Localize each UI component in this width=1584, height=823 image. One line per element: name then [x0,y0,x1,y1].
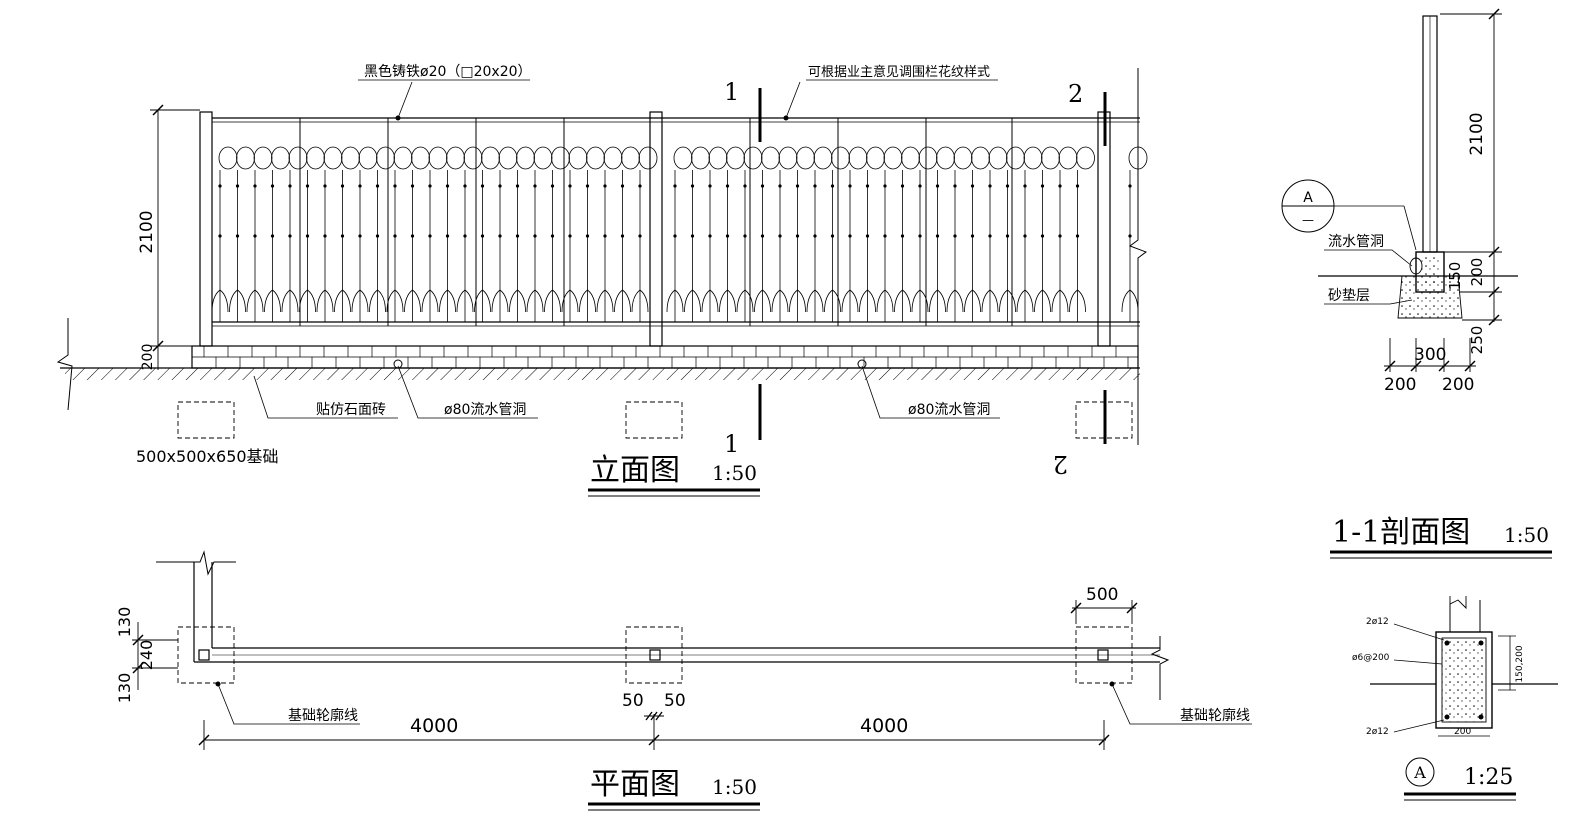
elevation-title: 立面图 [590,453,680,488]
plan-footing-left [177,626,235,684]
section-dim-250: 250 [1468,326,1486,355]
plan-post-right [1097,649,1109,661]
section-text: 2100 200 150 250 300 200 200 流水管洞 砂垫层 A … [1302,112,1549,550]
plan-dim-50-right: 50 [664,691,686,711]
base-dimension: 200 [140,344,156,371]
detail-wall [1435,631,1493,729]
plan-text: 500 130 240 130 50 50 4000 4000 基础轮廓线 基础… [115,585,1250,802]
detail-side-dim: 150,200 [1515,645,1525,682]
plan-view [132,550,1252,811]
section-drain-label: 流水管洞 [1328,234,1384,250]
detail-width-dim: 200 [1454,727,1471,737]
section-mark-1-top: 1 [724,78,739,106]
rail-label: 黑色铸铁ø20（□20x20） [364,63,532,80]
elevation-scale: 1:50 [712,461,757,485]
plan-dim-130-top: 130 [115,607,134,638]
detail-stirrup: ø6@200 [1352,653,1390,663]
drain-hole-left [393,359,403,369]
drain-label-right: ø80流水管洞 [908,402,990,418]
plan-dim-130-bottom: 130 [115,673,134,704]
section-sand-label: 砂垫层 [1328,288,1370,304]
section-dim-200-right: 200 [1442,375,1474,395]
section-scale: 1:50 [1504,523,1549,547]
outline-label-left: 基础轮廓线 [288,707,358,724]
post-right [1097,111,1111,347]
detail-bottom-bar: 2ø12 [1366,727,1389,737]
detail-text: 2ø12 ø6@200 2ø12 150,200 200 A 1:25 [1352,617,1525,790]
drain-hole-right [857,359,867,369]
pattern-label: 可根据业主意见调围栏花纹样式 [808,64,990,80]
plan-scale: 1:50 [712,775,757,799]
section-mark-2-top: 2 [1068,80,1083,108]
plan-post-left [198,649,210,661]
section-view [1281,8,1552,559]
footing-middle [625,401,683,439]
section-title: 1-1剖面图 [1332,515,1470,550]
plan-dim-50-left: 50 [622,691,644,711]
section-dim-200: 200 [1468,258,1486,287]
post-middle [649,111,663,347]
plan-dim-500: 500 [1086,585,1118,605]
drain-label-left: ø80流水管洞 [444,402,526,418]
height-dimension: 2100 [137,210,157,253]
footing-left [177,401,235,439]
sand-bed [1397,275,1463,319]
section-dim-150: 150 [1446,262,1464,291]
plan-dim-240: 240 [137,640,156,671]
ground-hatch [65,368,1140,380]
post-left [199,111,213,347]
fence-bars [211,118,1148,326]
plan-footing-right [1075,626,1133,684]
callout-top: A [1303,190,1313,206]
section-mark-1-bottom: 1 [724,430,739,458]
plan-post-middle [649,649,661,661]
outline-label-right: 基础轮廓线 [1180,707,1250,724]
elevation-view [56,68,1148,497]
plan-span-left: 4000 [410,715,458,737]
section-dim-2100: 2100 [1467,112,1487,155]
section-dim-200-left: 200 [1384,375,1416,395]
section-mark-2-bottom: 2 [1053,450,1068,478]
plan-span-right: 4000 [860,715,908,737]
callout-bottom: — [1302,213,1314,227]
detail-top-bar: 2ø12 [1366,617,1389,627]
detail-view [1370,596,1558,801]
detail-mark: A [1413,763,1426,782]
plan-footing-middle [625,626,683,684]
plan-title: 平面图 [590,767,680,802]
tile-label: 贴仿石面砖 [316,402,386,418]
detail-scale: 1:25 [1464,765,1513,790]
elevation-text: 黑色铸铁ø20（□20x20） 可根据业主意见调围栏花纹样式 贴仿石面砖 ø80… [136,63,1083,488]
tile-joints [192,346,1138,368]
section-dim-300: 300 [1414,345,1446,365]
footing-label: 500x500x650基础 [136,447,279,466]
